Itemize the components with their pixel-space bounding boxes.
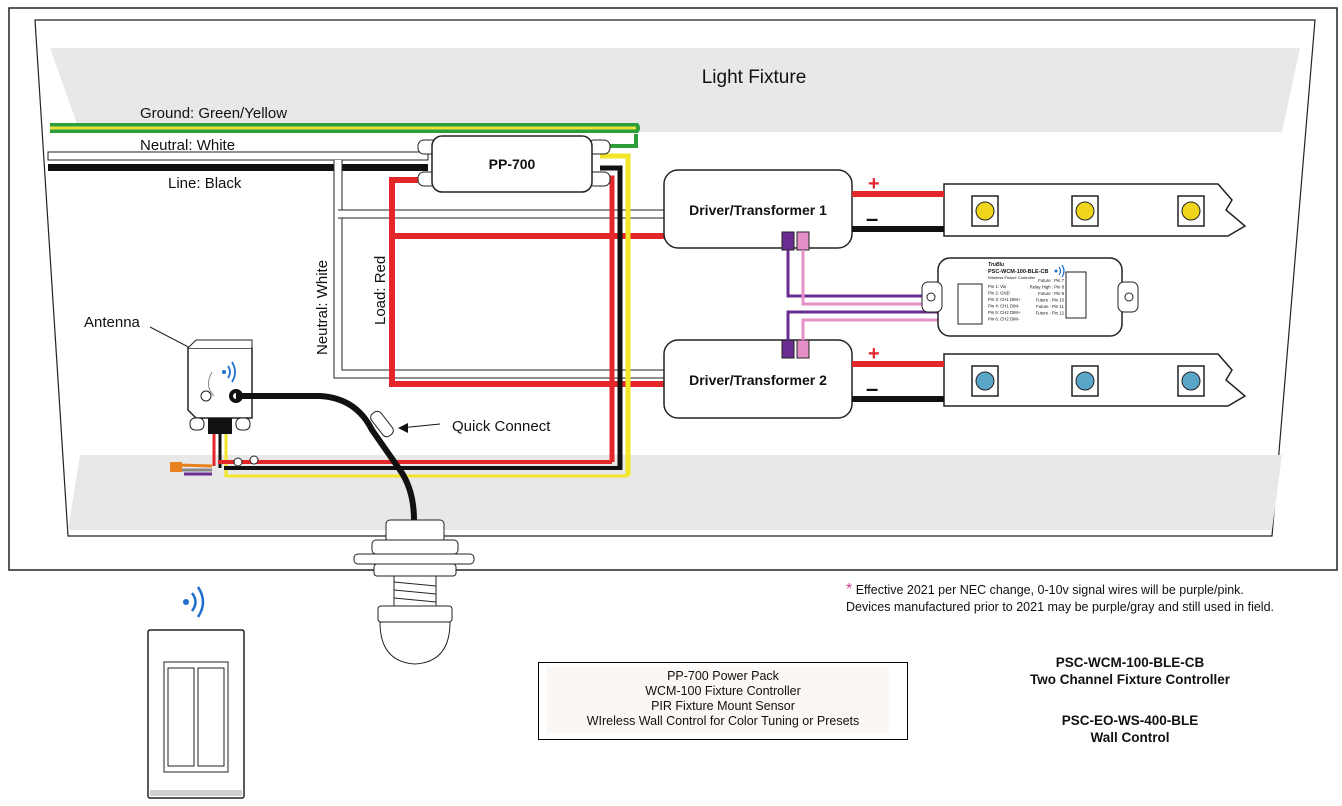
legend-line: PP-700 Power Pack	[667, 669, 779, 683]
product-controller-sku: PSC-WCM-100-BLE-CB	[1055, 655, 1205, 670]
quick-connect-label: Quick Connect	[452, 418, 551, 435]
led-chips-blue	[971, 365, 1205, 397]
minus-icon: –	[866, 376, 878, 401]
wireless-signal-icon	[183, 586, 205, 618]
wireless-signal-icon	[222, 361, 236, 383]
controller-pin-label: Pin 6: CH2 DIM-	[988, 317, 1020, 322]
ground-wire-label: Ground: Green/Yellow	[140, 105, 287, 122]
controller-subtitle: Wireless Fixture Controller	[988, 275, 1036, 280]
controller-brand: TruBlu	[988, 262, 1004, 268]
wall-control	[147, 629, 245, 799]
note-star: *	[846, 581, 853, 598]
note-line-1: Effective 2021 per NEC change, 0-10v sig…	[855, 583, 1244, 597]
product-wall-name: Wall Control	[1090, 730, 1170, 745]
antenna-controller-box	[187, 347, 253, 419]
wireless-signal-icon	[1054, 264, 1065, 278]
power-pack-label: PP-700	[489, 156, 536, 172]
controller-model: PSC-WCM-100-BLE-CB	[988, 269, 1049, 275]
load-vertical-label: Load: Red	[372, 256, 389, 325]
fixture-top-panel	[50, 48, 1300, 132]
product-wall-sku: PSC-EO-WS-400-BLE	[1061, 713, 1199, 728]
product-controller-name: Two Channel Fixture Controller	[1029, 672, 1230, 687]
line-wire	[48, 164, 428, 171]
controller-pin-label: Pin 1: Vin	[988, 284, 1007, 289]
plus-icon: +	[868, 173, 880, 195]
controller-pin-label: Pin 3: CH1 DIM+	[988, 297, 1021, 302]
plus-icon: +	[868, 343, 880, 365]
controller-pin-label: Pin 5: CH2 DIM+	[988, 310, 1021, 315]
neutral-wire-label: Neutral: White	[140, 137, 235, 154]
line-wire-label: Line: Black	[168, 175, 242, 192]
legend-line: WIreless Wall Control for Color Tuning o…	[586, 714, 860, 728]
minus-icon: –	[866, 206, 878, 231]
power-pack-box	[431, 135, 593, 193]
controller-pin-label: Future : Pin 11	[1036, 304, 1064, 309]
pir-sensor	[353, 519, 475, 665]
component-legend: PP-700 Power Pack WCM-100 Fixture Contro…	[538, 662, 908, 740]
controller-pin-label: Future : Pin 7	[1038, 278, 1064, 283]
fixture-title: Light Fixture	[702, 67, 807, 88]
controller-pin-label: Future : Pin 12	[1036, 311, 1065, 316]
nec-note: * Effective 2021 per NEC change, 0-10v s…	[846, 581, 1274, 616]
product-wall: PSC-EO-WS-400-BLE Wall Control	[1000, 712, 1260, 746]
driver1-box	[663, 169, 853, 249]
fixture-bottom-panel	[68, 455, 1282, 530]
legend-line: PIR Fixture Mount Sensor	[651, 699, 795, 713]
driver1-label: Driver/Transformer 1	[689, 202, 827, 218]
controller-pin-label: Future : Pin 10	[1036, 298, 1065, 303]
controller-pin-label: Future : Pin 9	[1038, 291, 1064, 296]
led-chips-yellow	[971, 195, 1205, 227]
controller-pin-label: Pin 2: GND	[988, 291, 1010, 296]
antenna-label: Antenna	[84, 314, 141, 331]
neutral-vertical-label: Neutral: White	[314, 260, 331, 355]
note-line-2: Devices manufactured prior to 2021 may b…	[846, 600, 1275, 614]
product-controller: PSC-WCM-100-BLE-CB Two Channel Fixture C…	[1000, 654, 1260, 688]
controller-pin-label: Relay High : Pin 8	[1030, 285, 1065, 290]
legend-line: WCM-100 Fixture Controller	[645, 684, 801, 698]
neutral-wire	[47, 151, 429, 161]
driver2-label: Driver/Transformer 2	[689, 372, 827, 388]
controller-pin-label: Pin 4: CH1 DIM-	[988, 304, 1020, 309]
driver2-box	[663, 339, 853, 419]
